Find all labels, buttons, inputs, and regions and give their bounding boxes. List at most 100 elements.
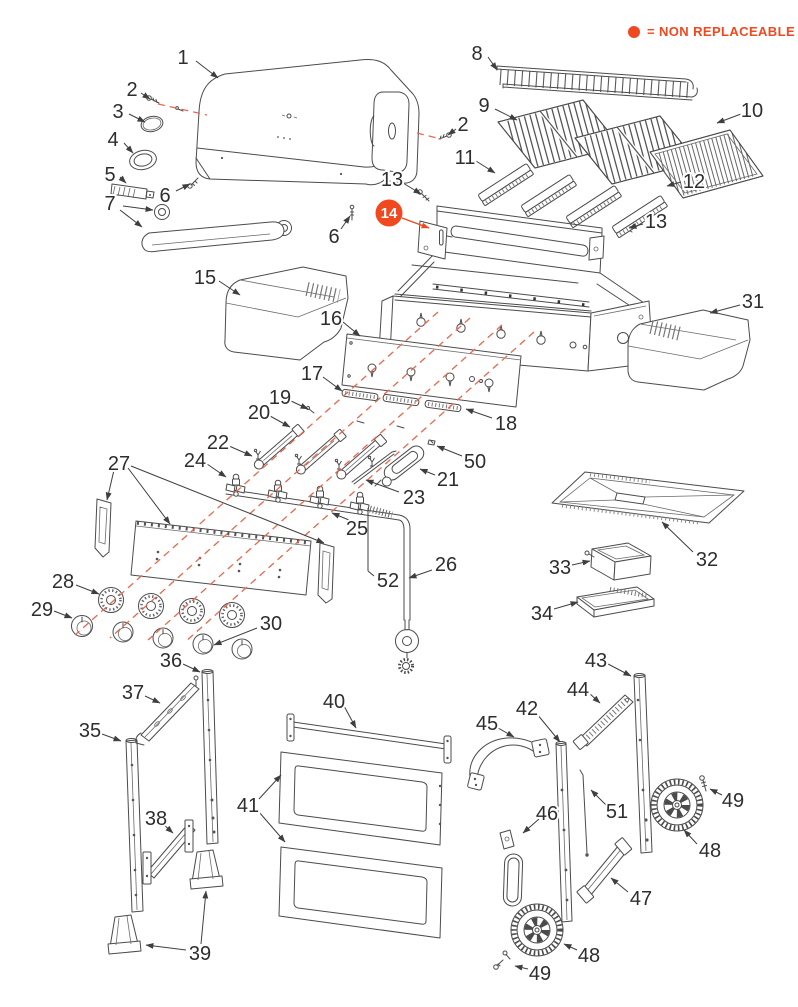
svg-text:52: 52 (377, 570, 399, 592)
svg-text:41: 41 (237, 795, 259, 817)
logo-plate (110, 183, 155, 200)
tank-strap-handle (467, 737, 550, 791)
part-label-27: 27 (106, 451, 132, 477)
lid-screw-center (349, 204, 355, 221)
svg-text:49: 49 (722, 790, 744, 812)
part-label-37: 37 (120, 680, 146, 706)
part-label-52: 52 (375, 568, 401, 594)
part-label-51: 51 (604, 799, 630, 825)
svg-text:48: 48 (699, 840, 721, 862)
svg-text:7: 7 (104, 193, 115, 215)
control-knobs (71, 615, 253, 660)
part-label-14: 14 (375, 199, 403, 227)
cart-feet (107, 849, 224, 955)
part-label-31: 31 (740, 289, 766, 315)
leg-rear-left (201, 669, 219, 845)
svg-text:1: 1 (177, 47, 188, 69)
part-label-5: 5 (102, 162, 117, 188)
svg-text:19: 19 (269, 387, 291, 409)
svg-text:22: 22 (207, 432, 229, 454)
svg-text:47: 47 (630, 888, 652, 910)
part-label-45: 45 (474, 711, 500, 737)
part-label-4: 4 (105, 127, 120, 153)
svg-text:36: 36 (160, 650, 182, 672)
svg-text:39: 39 (189, 943, 211, 965)
svg-text:29: 29 (31, 599, 53, 621)
side-shelf-right (627, 309, 751, 391)
part-label-26: 26 (433, 552, 459, 578)
part-label-49: 49 (527, 961, 553, 987)
control-panel (94, 498, 335, 604)
part-label-6: 6 (157, 183, 172, 209)
shelf-bracket-right (572, 694, 634, 750)
part-label-20: 20 (246, 400, 272, 426)
part-label-1: 1 (175, 45, 190, 71)
part-label-3: 3 (110, 99, 125, 125)
svg-text:46: 46 (536, 803, 558, 825)
part-label-34: 34 (529, 601, 555, 627)
hinge-screw-left (146, 95, 184, 112)
svg-text:24: 24 (184, 450, 206, 472)
part-label-17: 17 (299, 361, 325, 387)
part-label-36: 36 (158, 648, 184, 674)
svg-text:34: 34 (531, 603, 553, 625)
svg-text:30: 30 (260, 613, 282, 635)
igniter-rod (579, 769, 589, 857)
svg-text:10: 10 (741, 100, 763, 122)
leg-front-right (555, 741, 573, 923)
part-label-47: 47 (628, 886, 654, 912)
igniter-module (374, 445, 425, 487)
part-label-44: 44 (565, 677, 591, 703)
svg-text:33: 33 (549, 557, 571, 579)
svg-text:32: 32 (696, 549, 718, 571)
door-crossbar (286, 713, 452, 764)
shelf-bracket-left (135, 675, 200, 746)
svg-text:45: 45 (476, 713, 498, 735)
legend: = NON REPLACEABLE (628, 24, 795, 39)
cart-doors (278, 751, 443, 939)
svg-text:44: 44 (567, 679, 589, 701)
svg-text:43: 43 (585, 650, 607, 672)
svg-text:17: 17 (301, 363, 323, 385)
part-label-10: 10 (739, 98, 765, 124)
firebox-screw-left (417, 189, 430, 202)
part-label-9: 9 (476, 93, 491, 119)
svg-text:38: 38 (145, 808, 167, 830)
part-label-25: 25 (344, 516, 370, 542)
part-label-24: 24 (182, 448, 208, 474)
thermometer-bezel (129, 149, 157, 171)
part-label-49: 49 (720, 788, 746, 814)
svg-text:20: 20 (248, 402, 270, 424)
part-label-7: 7 (102, 191, 117, 217)
grease-tray (551, 471, 745, 525)
svg-text:9: 9 (478, 95, 489, 117)
svg-text:50: 50 (464, 451, 486, 473)
warming-rack (496, 65, 698, 101)
part-label-15: 15 (192, 265, 218, 291)
axle-bolts (493, 775, 707, 970)
part-label-18: 18 (493, 411, 519, 437)
clip-50 (427, 439, 436, 446)
burner-tubes (253, 423, 388, 480)
svg-text:49: 49 (529, 963, 551, 985)
svg-text:23: 23 (403, 487, 425, 509)
part-label-39: 39 (187, 941, 213, 967)
wheel-rear (650, 778, 704, 832)
svg-text:35: 35 (79, 720, 101, 742)
svg-text:12: 12 (683, 171, 705, 193)
part-label-50: 50 (462, 449, 488, 475)
legend-text: = NON REPLACEABLE (647, 24, 796, 39)
part-label-22: 22 (205, 430, 231, 456)
svg-text:5: 5 (104, 164, 115, 186)
svg-text:21: 21 (437, 469, 459, 491)
svg-text:16: 16 (320, 308, 342, 330)
part-label-6: 6 (326, 224, 341, 250)
part-label-2: 2 (455, 112, 470, 138)
firebox-bracket (417, 220, 453, 260)
part-label-29: 29 (29, 597, 55, 623)
gas-valves (225, 473, 370, 515)
part-label-43: 43 (583, 648, 609, 674)
part-label-13: 13 (379, 167, 405, 193)
